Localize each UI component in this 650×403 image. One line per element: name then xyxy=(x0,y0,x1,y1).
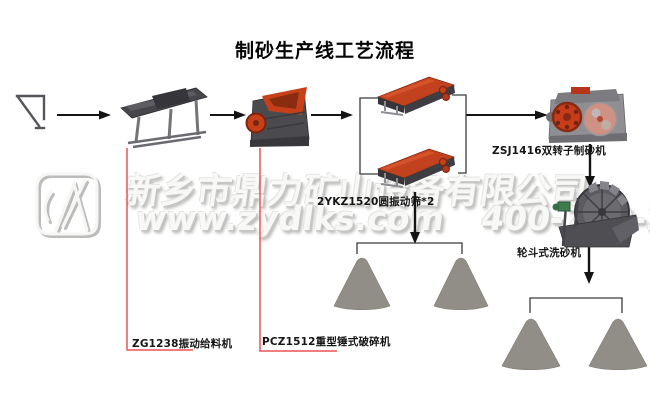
sand-washer-icon xyxy=(552,181,639,248)
sand-maker-label: ZSJ1416双转子制砂机 xyxy=(492,145,606,157)
vibrating-screen-icon xyxy=(377,76,456,116)
sand-maker-icon xyxy=(546,87,627,143)
screen-label: 2YKZ1520圆振动筛*2 xyxy=(317,196,435,208)
stone-icon xyxy=(15,94,46,130)
flow-split-bracket xyxy=(356,94,623,313)
leader-line-red xyxy=(126,148,337,352)
feeder-label: ZG1238振动给料机 xyxy=(132,338,233,350)
flow-arrow-icon xyxy=(410,144,595,284)
vibrating-feeder-icon xyxy=(120,87,208,149)
flow-arrow-icon xyxy=(57,110,548,120)
sand-pile-icon xyxy=(333,257,648,371)
company-logo-icon xyxy=(35,172,101,238)
page-title: 制砂生产线工艺流程 xyxy=(234,40,415,62)
washer-label: 轮斗式洗砂机 xyxy=(517,247,582,259)
crusher-label: PCZ1512重型锤式破碎机 xyxy=(262,336,391,348)
vibrating-screen-icon xyxy=(377,148,456,188)
hammer-crusher-icon xyxy=(245,87,310,147)
